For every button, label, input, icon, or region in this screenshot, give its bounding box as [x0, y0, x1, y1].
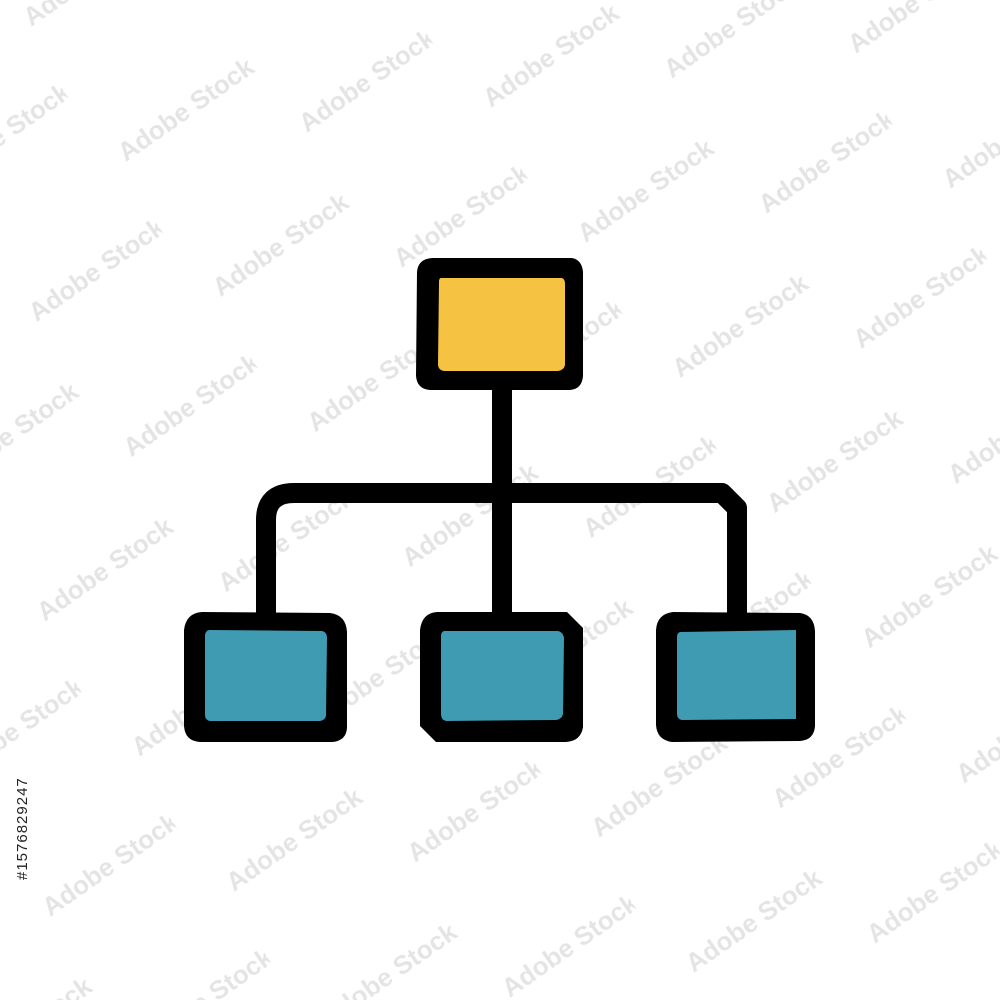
stock-id-text: #1576829247 — [14, 777, 31, 880]
root-node — [416, 258, 583, 390]
branch-connector — [256, 483, 747, 625]
connector-lines — [256, 375, 747, 625]
child-node-left — [184, 612, 347, 742]
child-node-center — [420, 612, 583, 742]
child-node-right — [656, 612, 815, 742]
